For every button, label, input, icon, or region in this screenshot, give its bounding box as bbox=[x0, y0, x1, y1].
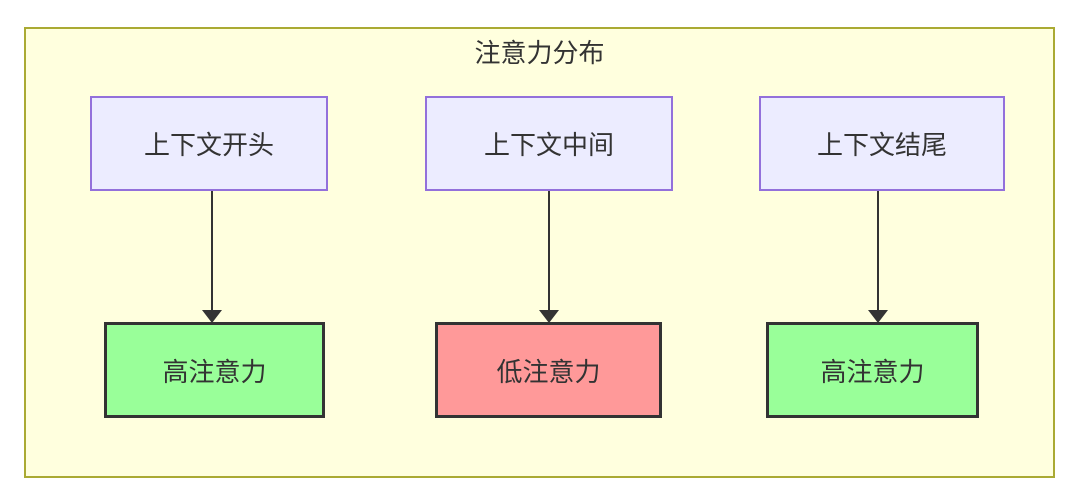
node-high-attention-2-label: 高注意力 bbox=[820, 357, 925, 388]
node-high-attention-1: 高注意力 bbox=[104, 322, 325, 418]
node-high-attention-2: 高注意力 bbox=[766, 322, 979, 418]
node-low-attention-label: 低注意力 bbox=[496, 357, 601, 388]
arrow-line-middle bbox=[548, 191, 550, 311]
arrowhead-icon-start bbox=[202, 310, 222, 323]
node-context-start: 上下文开头 bbox=[90, 96, 328, 191]
attention-distribution-group: 注意力分布 上下文开头 上下文中间 上下文结尾 高注意力 低注意力 高注意力 bbox=[24, 27, 1055, 478]
arrow-line-start bbox=[211, 191, 213, 311]
node-context-end: 上下文结尾 bbox=[759, 96, 1005, 191]
node-low-attention: 低注意力 bbox=[435, 322, 662, 418]
node-context-middle-label: 上下文中间 bbox=[483, 131, 614, 161]
arrowhead-icon-end bbox=[868, 310, 888, 323]
arrowhead-icon-middle bbox=[539, 310, 559, 323]
node-context-middle: 上下文中间 bbox=[425, 96, 673, 191]
diagram-title: 注意力分布 bbox=[474, 39, 605, 69]
node-context-end-label: 上下文结尾 bbox=[816, 131, 947, 161]
node-high-attention-1-label: 高注意力 bbox=[162, 357, 267, 388]
node-context-start-label: 上下文开头 bbox=[143, 131, 274, 161]
arrow-line-end bbox=[877, 191, 879, 311]
